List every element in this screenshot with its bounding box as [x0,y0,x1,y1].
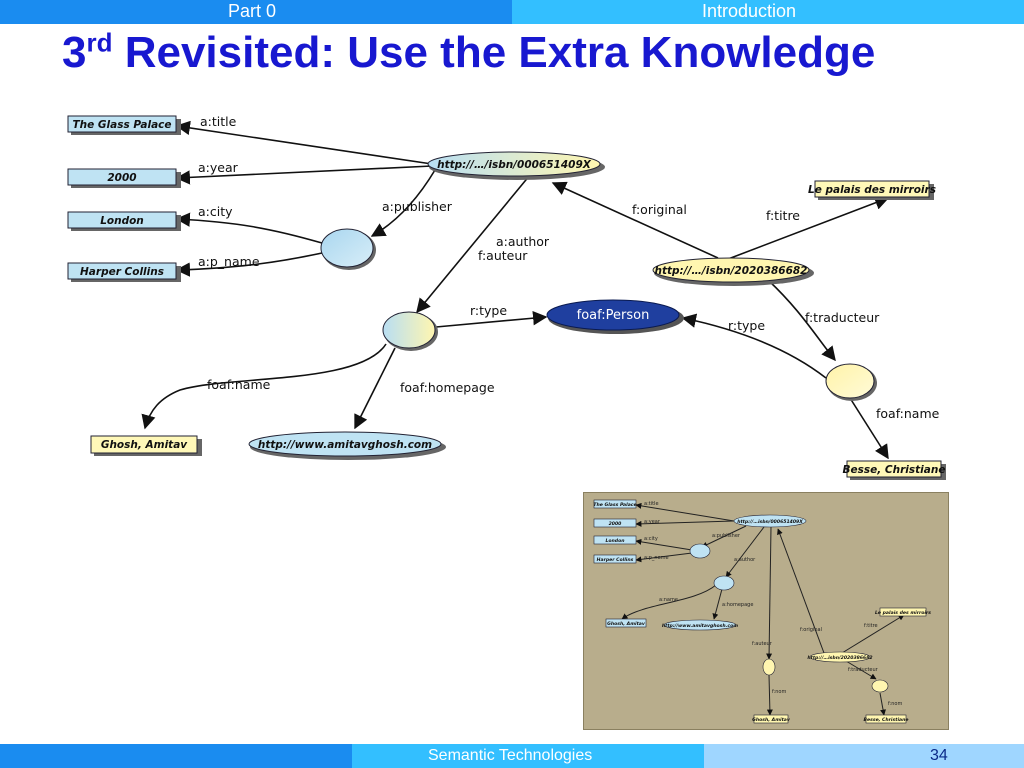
literal-london: London [67,211,181,231]
label-auteur: f:auteur [478,248,528,263]
thumb-node-london: London [605,538,624,544]
title-number: 3 [62,28,87,77]
blank-node-publisher [320,228,374,268]
label-title: a:title [200,114,237,129]
thumb-label-city: a:city [644,536,658,542]
thumb-node-harper: Harper Collins [597,557,634,563]
edge-year [175,165,433,185]
node-isbn-2020386682: http://…/isbn/2020386682 [652,257,814,286]
thumb-label-title: a:title [644,501,659,507]
thumb-node-2000: 2000 [609,521,623,527]
thumb-node-ghosh-2: Ghosh, Amitav [752,717,791,723]
edges [141,120,890,460]
literal-besse-christiane: Besse, Christiane [843,460,946,480]
thumb-label-author: a:author [734,557,756,563]
top-bar-right [512,0,1024,24]
edge-foafhome [354,347,396,430]
section-label-introduction: Introduction [702,1,797,21]
thumb-label-nom1: f:nom [772,689,786,695]
label-foafname2: foaf:name [876,406,940,421]
edge-original [551,181,719,259]
edge-traducteur [767,279,836,362]
thumb-label-pname: a:p_name [644,555,669,561]
literal-palais-des-mirroirs: Le palais des mirroirs [808,180,936,200]
svg-text:2000: 2000 [107,172,136,184]
label-foafhome: foaf:homepage [400,380,495,395]
thumb-label-auteur: f:auteur [752,641,773,647]
node-homepage: http://www.amitavghosh.com [248,431,446,460]
thumbnail-graph: a:title a:year a:city a:p_name a:publish… [593,499,931,724]
svg-text:Besse, Christiane: Besse, Christiane [843,464,946,476]
thumb-node-glass: The Glass Palace [593,502,636,508]
edge-rtype1 [435,311,548,328]
svg-text:The Glass Palace: The Glass Palace [72,119,171,131]
edge-pname [175,252,323,277]
footer-segment-right [704,744,1024,768]
title-ordinal: rd [86,27,113,58]
label-publisher: a:publisher [382,199,453,214]
edge-title [175,120,433,165]
thumb-label-name: a:name [659,597,678,603]
footer-segment-left [0,744,352,768]
merged-graph-thumbnail: a:title a:year a:city a:p_name a:publish… [583,492,949,730]
blank-node-author [382,311,436,349]
page-number: 34 [930,747,948,764]
label-traducteur: f:traducteur [805,310,880,325]
thumb-label-year: a:year [644,519,661,525]
title-text: Revisited: Use the Extra Knowledge [112,28,876,77]
svg-text:foaf:Person: foaf:Person [577,308,650,323]
literal-2000: 2000 [67,168,181,188]
thumb-label-publisher: a:publisher [712,533,741,539]
edge-foafname2 [849,397,889,460]
node-isbn-000651409X: http://…/isbn/000651409X [427,151,605,180]
label-author: a:author [496,234,550,249]
section-label-part: Part 0 [228,1,277,21]
thumb-node-homepage: http://www.amitavghosh.com [662,623,738,629]
svg-text:London: London [100,215,144,227]
svg-text:http://…/isbn/000651409X: http://…/isbn/000651409X [437,159,592,171]
literal-harper-collins: Harper Collins [67,262,181,282]
label-year: a:year [198,160,239,175]
edge-publisher [370,169,436,237]
label-foafname1: foaf:name [207,377,271,392]
thumb-label-nom2: f:nom [888,701,902,707]
edge-titre [714,195,890,265]
thumb-node-isbn1: http://…isbn/000651409X [737,519,803,525]
label-original: f:original [632,202,687,217]
node-foaf-person: foaf:Person [546,299,684,334]
thumb-node-palais: Le palais des mirroirs [875,610,931,616]
literal-glass-palace: The Glass Palace [67,115,181,135]
svg-text:Ghosh, Amitav: Ghosh, Amitav [101,439,188,451]
edge-labels: a:title a:year a:city a:p_name a:publish… [198,114,940,421]
top-bar-left [0,0,512,24]
svg-text:http://…/isbn/2020386682: http://…/isbn/2020386682 [655,265,808,277]
label-city: a:city [198,204,233,219]
edge-foafname1 [141,343,387,430]
thumb-label-titre: f:titre [864,623,878,629]
footer-bar: Semantic Technologies 34 [0,744,1024,768]
edge-author [416,174,531,314]
label-titre: f:titre [766,208,800,223]
edge-city [175,212,323,244]
literal-ghosh-amitav: Ghosh, Amitav [90,435,202,456]
svg-text:Harper Collins: Harper Collins [80,266,164,278]
thumb-label-homepage: a:homepage [722,602,753,608]
thumb-label-traducteur: f:traducteur [848,667,879,673]
label-rtype1: r:type [470,303,507,318]
top-bar: Part 0 Introduction [0,0,1024,24]
label-rtype2: r:type [728,318,765,333]
edge-rtype2 [681,313,827,379]
svg-text:http://www.amitavghosh.com: http://www.amitavghosh.com [258,439,432,451]
svg-text:Le palais des mirroirs: Le palais des mirroirs [808,184,936,196]
thumb-node-isbn2: http://…isbn/2020386682 [807,655,872,661]
thumb-label-original: f:original [800,627,822,633]
footer-course-title: Semantic Technologies [428,747,593,764]
thumb-node-ghosh: Ghosh, Amitav [607,621,646,627]
slide-title: 3rd Revisited: Use the Extra Knowledge [62,28,875,78]
label-pname: a:p_name [198,254,260,269]
footer-segment-center [352,744,704,768]
blank-node-translator [825,363,875,399]
thumb-node-besse: Besse, Christiane [863,717,908,723]
